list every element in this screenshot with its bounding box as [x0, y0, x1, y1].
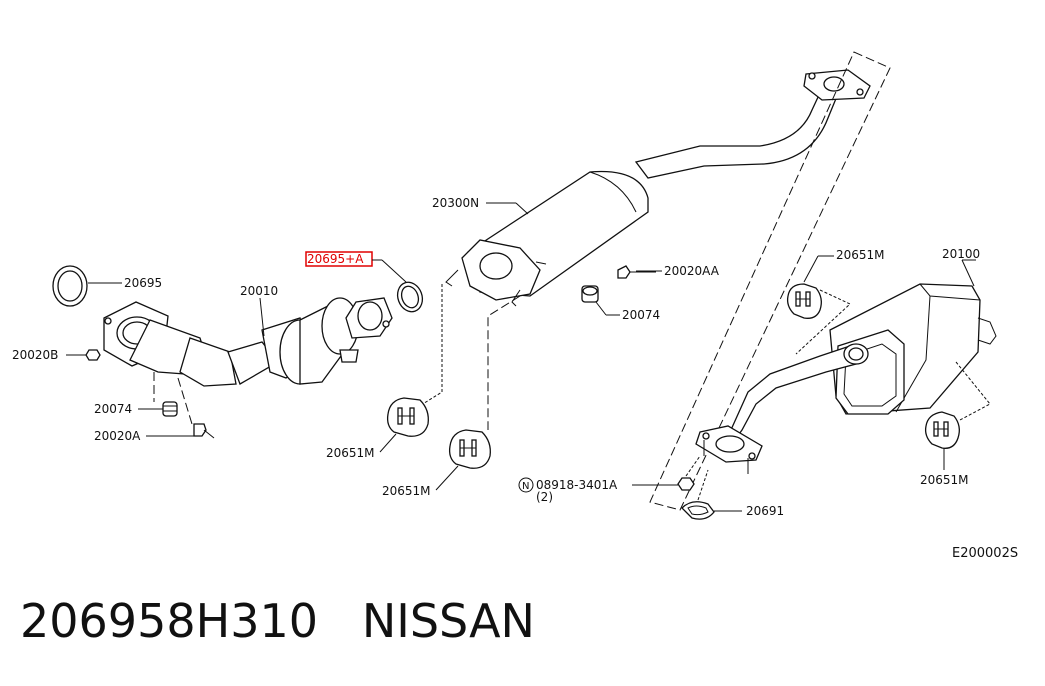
- part-number-title: 206958H310 NISSAN: [20, 594, 535, 648]
- mount-20651m-mid[interactable]: [448, 429, 491, 469]
- nut-08918[interactable]: [677, 477, 695, 491]
- label-20100: 20100: [942, 247, 980, 261]
- center-pipe-20300n[interactable]: [445, 69, 871, 307]
- label-20695: 20695: [124, 276, 162, 290]
- label-20020b: 20020B: [12, 348, 58, 362]
- mount-20651m-left[interactable]: [386, 397, 429, 437]
- gasket-20695[interactable]: [52, 265, 88, 307]
- label-08918: 08918-3401A: [536, 478, 618, 492]
- label-08918-qty: (2): [536, 490, 553, 504]
- label-20691: 20691: [746, 504, 784, 518]
- label-20074-left: 20074: [94, 402, 132, 416]
- label-20651m-right: 20651M: [920, 473, 969, 487]
- label-20020a: 20020A: [94, 429, 141, 443]
- muffler-20100[interactable]: [695, 283, 997, 474]
- mount-20651m-topright[interactable]: [786, 283, 822, 319]
- n-symbol-circle: [518, 477, 534, 493]
- stud-20074-left[interactable]: [162, 401, 178, 417]
- gasket-20695a[interactable]: [394, 279, 427, 315]
- label-20020aa: 20020AA: [664, 264, 720, 278]
- label-20010: 20010: [240, 284, 278, 298]
- highlight-box: [305, 251, 373, 267]
- label-20651m-topright: 20651M: [836, 248, 885, 262]
- label-20300n: 20300N: [432, 196, 479, 210]
- label-20651m-mid: 20651M: [382, 484, 431, 498]
- bolt-20020a[interactable]: [193, 423, 215, 439]
- nut-20074-right[interactable]: [581, 285, 599, 303]
- label-20695a: 20695+A: [307, 252, 364, 266]
- mount-20651m-right[interactable]: [924, 411, 960, 449]
- label-n-prefix: N: [522, 481, 529, 492]
- diagram-code: E200002S: [952, 546, 1018, 561]
- nut-20020b[interactable]: [85, 349, 101, 361]
- label-20651m-left: 20651M: [326, 446, 375, 460]
- catalytic-converter-20010[interactable]: [103, 297, 393, 387]
- bolt-20020aa[interactable]: [617, 265, 656, 279]
- gasket-20691[interactable]: [681, 501, 715, 520]
- label-20074-right: 20074: [622, 308, 660, 322]
